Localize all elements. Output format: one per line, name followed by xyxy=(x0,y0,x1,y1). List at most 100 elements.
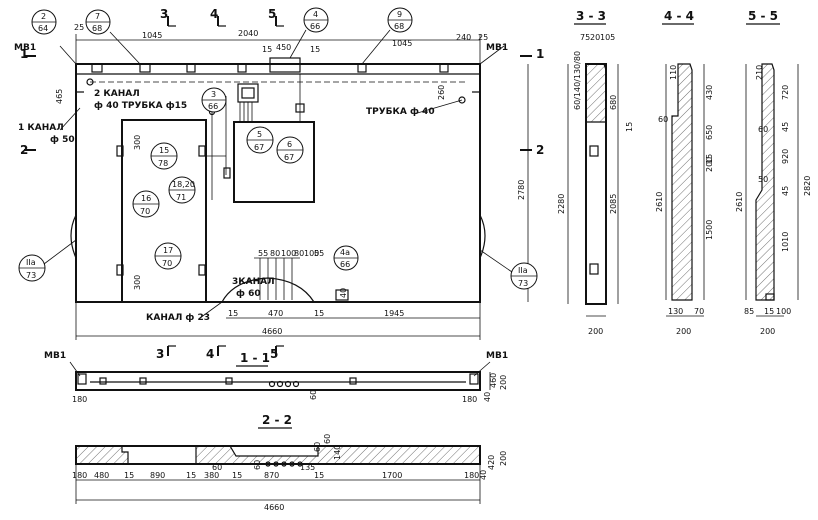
s22-dim-890: 890 xyxy=(150,471,165,480)
section-5-5: 5 - 5 210 720 60 45 920 45 50 2610 2820 … xyxy=(735,9,812,336)
dim-top-1045-left: 1045 xyxy=(142,31,162,40)
s11-mb1-left: MB1 xyxy=(44,351,66,361)
dim-ch-100a: 100 xyxy=(281,249,296,258)
s11-dim-460: 460 xyxy=(489,373,498,388)
s33-dim-105: 105 xyxy=(600,33,615,42)
svg-text:67: 67 xyxy=(254,143,264,152)
section-1-1: 1 - 1 MB1 MB1 180 200 460 40 60 180 xyxy=(44,351,508,404)
s22-dim-420: 420 xyxy=(487,455,496,470)
dim-top-15b: 15 xyxy=(310,45,320,54)
section-cuts: 3 4 5 3 4 5 1 1 2 2 xyxy=(20,7,544,361)
s22-dim-180-right: 180 xyxy=(464,471,479,480)
s22-dim-200: 200 xyxy=(499,451,508,466)
dim-bottom-15a: 15 xyxy=(228,309,238,318)
section-1-1-title: 1 - 1 xyxy=(240,351,270,365)
dim-ch-40: 40 xyxy=(339,288,348,298)
cut-label-1-left: 1 xyxy=(20,47,28,61)
marker-5-67: 5 67 xyxy=(246,126,274,154)
dim-ch-100b: 100 xyxy=(304,249,319,258)
s22-dim-4660: 4660 xyxy=(264,503,284,512)
s55-dim-2610: 2610 xyxy=(735,192,744,212)
marker-4-66: 4 66 xyxy=(303,7,329,33)
s11-dim-180-right: 180 xyxy=(462,395,477,404)
s44-dim-2610: 2610 xyxy=(655,192,664,212)
cut-label-1-right: 1 xyxy=(536,47,544,61)
svg-text:70: 70 xyxy=(162,259,172,268)
svg-text:66: 66 xyxy=(340,260,350,269)
s55-dim-45a: 45 xyxy=(781,122,790,132)
note-trubka-15: ф 40 ТРУБКА ф15 xyxy=(94,101,187,111)
s55-dim-920: 920 xyxy=(781,149,790,164)
marker-4a-66: 4a 66 xyxy=(333,245,359,271)
s55-dim-200: 200 xyxy=(760,327,775,336)
svg-text:70: 70 xyxy=(140,207,150,216)
svg-text:17: 17 xyxy=(163,246,173,255)
s22-dim-480: 480 xyxy=(94,471,109,480)
dim-top-1045-right: 1045 xyxy=(392,39,412,48)
svg-text:IIa: IIa xyxy=(518,266,528,275)
s22-dim-15b: 15 xyxy=(186,471,196,480)
svg-text:64: 64 xyxy=(38,24,48,33)
s55-dim-210: 210 xyxy=(755,65,764,80)
s55-dim-85: 85 xyxy=(744,307,754,316)
s11-dim-200: 200 xyxy=(499,375,508,390)
note-kanal-2: 2 КАНАЛ xyxy=(94,89,140,99)
svg-text:68: 68 xyxy=(394,22,404,31)
svg-text:78: 78 xyxy=(158,159,168,168)
s11-dim-180-left: 180 xyxy=(72,395,87,404)
s44-dim-130: 130 xyxy=(668,307,683,316)
dim-top-450: 450 xyxy=(276,43,291,52)
cut-label-5-top: 5 xyxy=(268,7,276,21)
dim-top-25-left: 25 xyxy=(74,23,84,32)
cut-label-3-top: 3 xyxy=(160,7,168,21)
s55-dim-720: 720 xyxy=(781,85,790,100)
svg-text:2: 2 xyxy=(41,12,46,21)
s22-dim-870: 870 xyxy=(264,471,279,480)
marker-16-70: 16 70 xyxy=(132,190,160,218)
marker-17-70: 17 70 xyxy=(154,242,182,270)
section-2-2: 2 - 2 180 480 15 890 15 380 15 870 15 17… xyxy=(72,413,508,512)
dim-bottom-1945: 1945 xyxy=(384,309,404,318)
s44-dim-15: 15 xyxy=(705,154,714,164)
s44-dim-650: 650 xyxy=(705,125,714,140)
s33-dim-200: 200 xyxy=(588,327,603,336)
s44-dim-60: 60 xyxy=(658,115,668,124)
cut-label-4-bottom: 4 xyxy=(206,347,214,361)
s11-dim-60: 60 xyxy=(309,390,318,400)
note-kanal-1: 1 КАНАЛ xyxy=(18,123,64,133)
dim-left-465: 465 xyxy=(55,89,64,104)
svg-text:9: 9 xyxy=(397,10,402,19)
dim-ch-55a: 55 xyxy=(258,249,268,258)
dim-right-2780: 2780 xyxy=(517,180,526,200)
svg-text:4: 4 xyxy=(313,10,318,19)
marker-15-78: 15 78 xyxy=(150,142,178,170)
cut-label-2-left: 2 xyxy=(20,143,28,157)
s22-dim-140: 140 xyxy=(333,445,342,460)
marker-2-64: 2 64 xyxy=(31,9,57,35)
s55-dim-15: 15 xyxy=(764,307,774,316)
dim-inner-300-bottom: 300 xyxy=(133,275,142,290)
s44-dim-200-total: 200 xyxy=(676,327,691,336)
s44-dim-430: 430 xyxy=(705,85,714,100)
door-opening xyxy=(121,119,207,303)
main-elevation xyxy=(70,57,486,303)
s22-dim-60d: 60 xyxy=(323,434,332,444)
marker-9-68: 9 68 xyxy=(387,7,413,33)
svg-text:66: 66 xyxy=(208,102,218,111)
s33-dim-75: 75 xyxy=(580,33,590,42)
note-kanal-3: 3КАНАЛ xyxy=(232,277,275,287)
svg-text:67: 67 xyxy=(284,153,294,162)
s22-dim-380: 380 xyxy=(204,471,219,480)
s33-dim-15: 15 xyxy=(625,122,634,132)
svg-text:16: 16 xyxy=(141,194,151,203)
s22-dim-15d: 15 xyxy=(314,471,324,480)
dim-ch-55b: 55 xyxy=(314,249,324,258)
dim-inner-300-top: 300 xyxy=(133,135,142,150)
svg-text:73: 73 xyxy=(26,271,36,280)
section-2-2-title: 2 - 2 xyxy=(262,413,292,427)
dim-bottom-15b: 15 xyxy=(314,309,324,318)
dim-bottom-470: 470 xyxy=(268,309,283,318)
s55-dim-2820: 2820 xyxy=(803,176,812,196)
cut-label-3-bottom: 3 xyxy=(156,347,164,361)
dim-top-15a: 15 xyxy=(262,45,272,54)
